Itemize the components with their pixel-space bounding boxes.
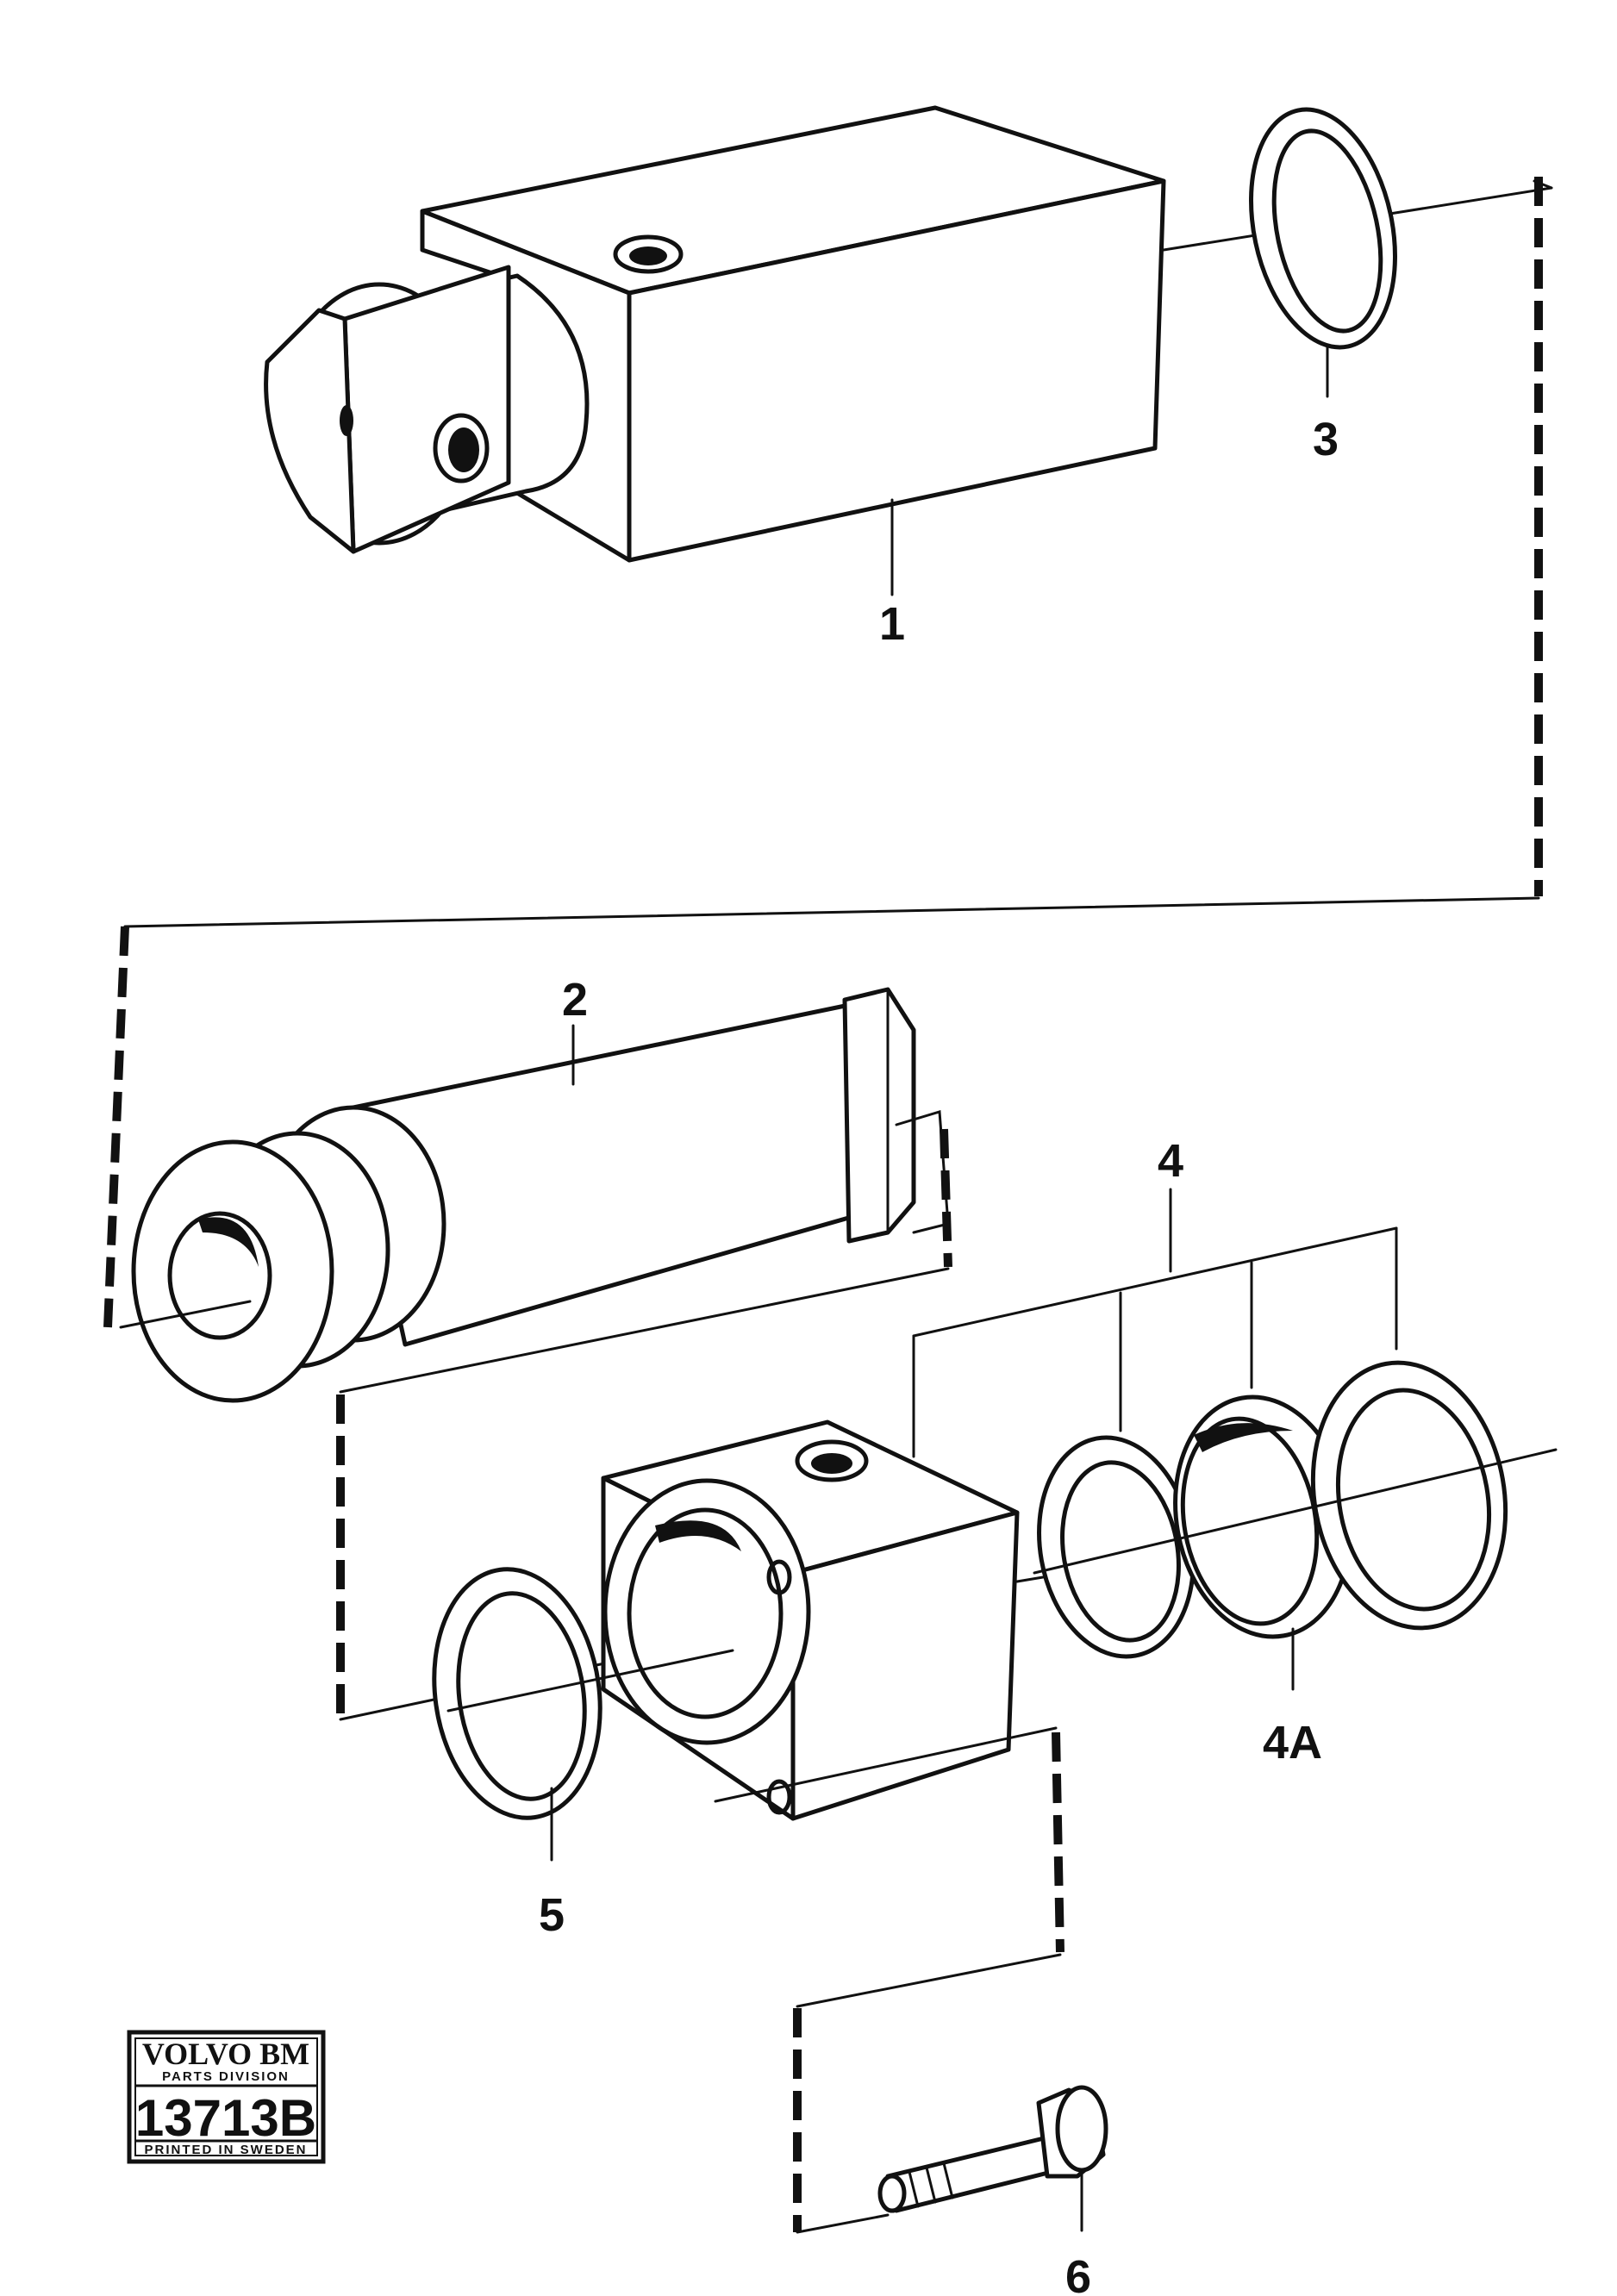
part-4-seal-kit — [912, 1188, 1558, 1691]
stamp-division: PARTS DIVISION — [162, 2069, 290, 2084]
stamp-number: 13713B — [135, 2089, 316, 2147]
volvo-bm-parts-stamp: VOLVO BM PARTS DIVISION 13713B PRINTED I… — [127, 2030, 326, 2164]
assembly-connection-line-upper — [103, 177, 1553, 1328]
callout-2: 2 — [562, 974, 588, 1026]
callout-3: 3 — [1313, 414, 1339, 465]
part-6-bolt — [877, 2085, 1108, 2232]
callout-4: 4 — [1158, 1135, 1183, 1187]
callout-1: 1 — [879, 598, 905, 650]
part-5-seal-ring — [432, 1567, 602, 1862]
stamp-brand: VOLVO BM — [142, 2037, 309, 2071]
cylinder-end-block — [446, 1419, 1071, 1821]
stamp-printed: PRINTED IN SWEDEN — [144, 2143, 307, 2157]
callout-4a: 4A — [1263, 1717, 1322, 1769]
part-1-housing — [264, 105, 1553, 596]
callout-5: 5 — [539, 1889, 565, 1941]
part-3-seal-ring — [1249, 107, 1397, 398]
callout-6: 6 — [1065, 2251, 1091, 2296]
assembly-connection-line-lower — [714, 1726, 1064, 2234]
part-2-piston-rod — [119, 987, 916, 1403]
